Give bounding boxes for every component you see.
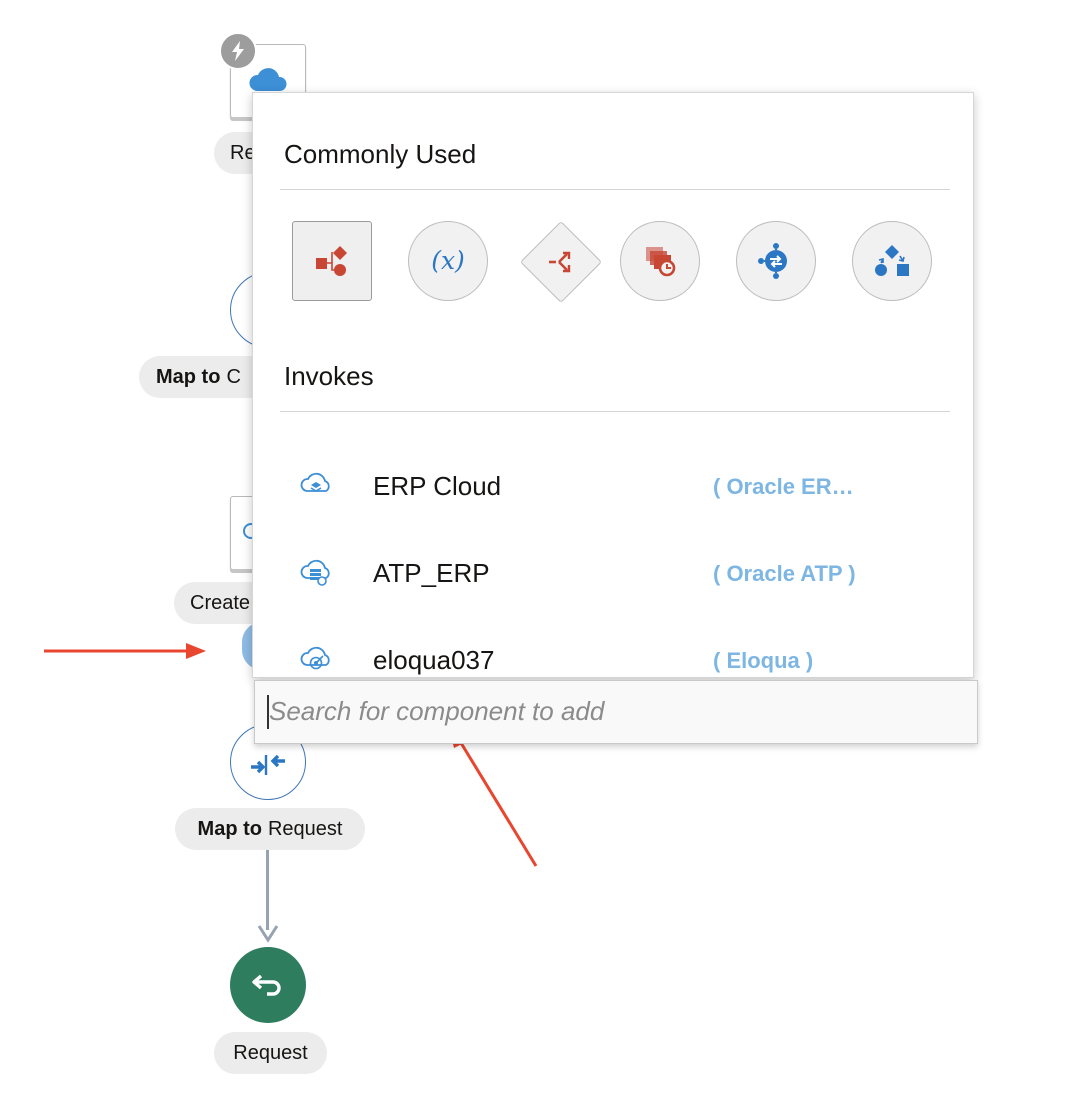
data-stitch-button[interactable] xyxy=(292,221,372,301)
invoke-name: eloqua037 xyxy=(373,645,495,675)
flow-arrowhead xyxy=(257,925,279,943)
invoke-type: ( Oracle ER… xyxy=(713,474,854,499)
component-palette-popup: Commonly Used (x) xyxy=(252,92,974,678)
map-to-create-rest: C xyxy=(226,365,241,388)
assign-variable-icon: (x) xyxy=(431,246,465,275)
component-search-input[interactable] xyxy=(265,689,959,733)
map-to-create-bold: Map to xyxy=(156,365,221,388)
process-button[interactable] xyxy=(852,221,932,301)
svg-text:(x): (x) xyxy=(431,246,465,275)
data-stitch-icon xyxy=(316,246,347,276)
trigger-bolt-badge xyxy=(219,32,257,70)
for-each-icon xyxy=(646,247,676,277)
invoke-name: ERP Cloud xyxy=(373,471,502,501)
component-search-box xyxy=(254,680,978,744)
invokes-divider xyxy=(280,411,950,412)
return-icon xyxy=(252,974,281,996)
invokes-title: Invokes xyxy=(284,361,374,391)
bolt-icon xyxy=(232,41,244,61)
flow-connector-lower xyxy=(266,850,269,930)
return-request-node[interactable] xyxy=(230,947,306,1023)
commonly-used-title: Commonly Used xyxy=(284,139,477,169)
integration-call-button[interactable] xyxy=(736,221,816,301)
map-to-request-label[interactable]: Map to Request xyxy=(175,808,365,850)
assign-variable-button[interactable]: (x) xyxy=(408,221,488,301)
annotation-arrow-left xyxy=(44,643,206,659)
invoke-item-erp-cloud[interactable]: ERP Cloud ( Oracle ER… xyxy=(253,457,973,517)
cloud-trigger-icon xyxy=(249,68,287,91)
request-label[interactable]: Request xyxy=(214,1032,327,1074)
invoke-item-atp-erp[interactable]: ATP_ERP ( Oracle ATP ) xyxy=(253,544,973,604)
for-each-button[interactable] xyxy=(620,221,700,301)
cloud-erp-icon xyxy=(300,472,330,492)
integration-call-icon xyxy=(758,243,787,279)
map-to-request-bold: Map to xyxy=(197,817,262,840)
process-icon xyxy=(875,245,909,276)
cloud-target-icon xyxy=(300,646,330,670)
create-label-text: Create xyxy=(190,591,251,614)
invoke-type: ( Oracle ATP ) xyxy=(713,561,856,586)
switch-button[interactable] xyxy=(519,220,603,304)
trigger-label-text: Re xyxy=(230,141,256,164)
switch-icon xyxy=(549,251,571,273)
invoke-type: ( Eloqua ) xyxy=(713,648,814,673)
map-arrows-icon xyxy=(251,754,285,775)
cloud-database-icon xyxy=(300,559,330,586)
invoke-name: ATP_ERP xyxy=(373,558,490,588)
request-label-text: Request xyxy=(233,1041,308,1064)
commonly-used-divider xyxy=(280,189,950,190)
map-to-request-rest: Request xyxy=(267,817,343,840)
invoke-item-eloqua037[interactable]: eloqua037 ( Eloqua ) xyxy=(253,631,973,677)
